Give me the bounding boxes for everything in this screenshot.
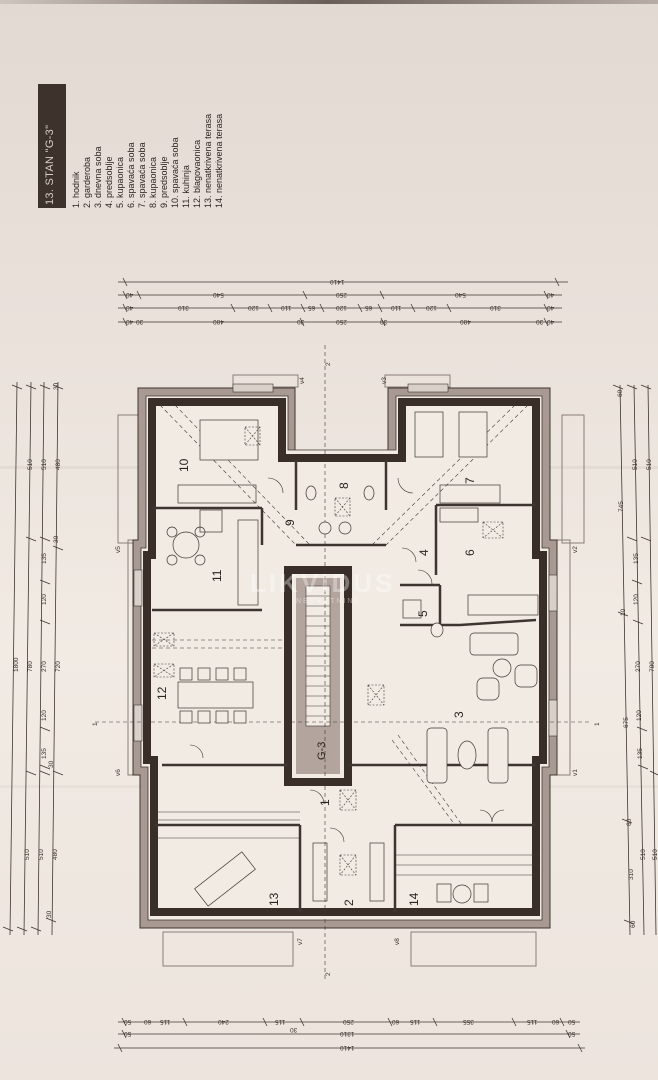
column-marker: v8 xyxy=(394,938,401,945)
room-number: 13 xyxy=(267,892,281,906)
legend-title-box xyxy=(38,84,66,208)
stair-label: G-3 xyxy=(316,741,328,760)
room-number: 11 xyxy=(210,569,224,582)
section-marker: 2 xyxy=(325,972,332,976)
column-marker: v1 xyxy=(572,769,579,776)
room-number: 2 xyxy=(342,899,356,906)
room-number: 12 xyxy=(155,686,169,700)
room-number: 9 xyxy=(283,519,297,526)
column-marker: v4 xyxy=(299,377,306,384)
section-marker: 1 xyxy=(92,722,99,726)
column-marker: v3 xyxy=(381,377,388,384)
room-number: 6 xyxy=(463,549,477,556)
room-number: 4 xyxy=(417,549,431,556)
room-number: 1 xyxy=(318,799,332,806)
column-marker: v5 xyxy=(115,546,122,553)
paper-top-edge xyxy=(0,0,658,4)
column-marker: v7 xyxy=(297,938,304,945)
watermark-logo: LIKVIDUS xyxy=(250,568,396,598)
column-marker: v2 xyxy=(572,546,579,553)
room-number: 5 xyxy=(416,610,430,617)
room-number: 10 xyxy=(177,458,191,472)
section-marker: 2 xyxy=(325,362,332,366)
watermark-subtitle: NEKRETNINE xyxy=(296,598,362,605)
room-number: 7 xyxy=(463,477,477,484)
room-number: 8 xyxy=(337,482,351,489)
room-number: 3 xyxy=(452,711,466,718)
room-number: 14 xyxy=(407,892,421,906)
column-marker: v6 xyxy=(115,769,122,776)
section-marker: 1 xyxy=(594,722,601,726)
